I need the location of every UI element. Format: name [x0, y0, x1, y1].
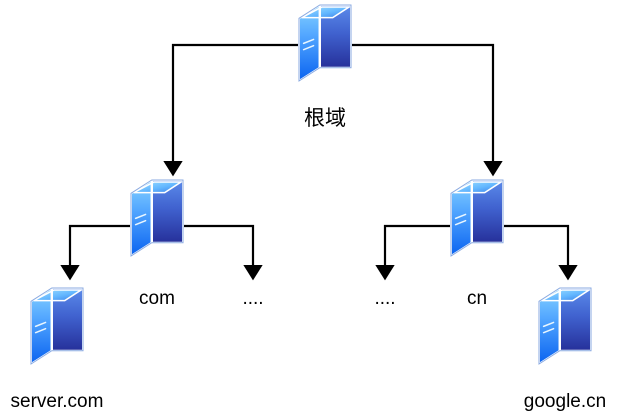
- connector-root-to-com: [163, 43, 300, 177]
- server-icon-server-com: [30, 286, 84, 366]
- server-icon-cn: [450, 178, 504, 258]
- server-icon-root: [298, 3, 352, 83]
- node-label-root: 根域: [304, 106, 346, 130]
- connector-cn-to-google-cn: [503, 224, 578, 281]
- node-label-cn-sibling-ellipsis: ....: [374, 288, 396, 309]
- node-label-google-cn: google.cn: [523, 391, 607, 412]
- node-label-com-sibling-ellipsis: ....: [242, 288, 264, 309]
- connector-com-to-ellipsis: [183, 224, 263, 281]
- connector-root-to-cn: [350, 43, 503, 177]
- node-label-server-com: server.com: [10, 391, 104, 412]
- server-icon-com: [130, 178, 184, 258]
- server-icon-google-cn: [538, 286, 592, 366]
- connector-com-to-server-com: [60, 224, 131, 281]
- node-label-cn: cn: [466, 288, 488, 309]
- connector-cn-to-ellipsis: [375, 224, 451, 281]
- node-label-com: com: [139, 288, 175, 309]
